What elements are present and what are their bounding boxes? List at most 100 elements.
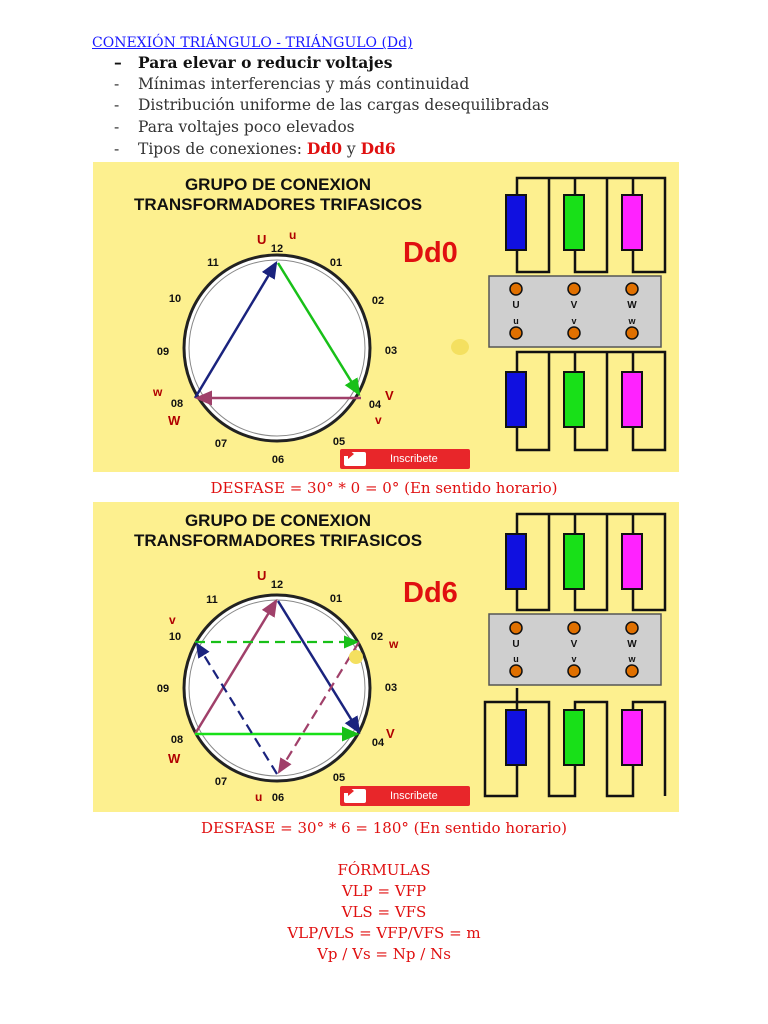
svg-text:11: 11 xyxy=(206,594,218,606)
svg-text:u: u xyxy=(255,790,262,804)
svg-text:06: 06 xyxy=(272,792,284,804)
svg-text:05: 05 xyxy=(333,772,345,784)
svg-text:W: W xyxy=(168,413,181,428)
svg-text:U: U xyxy=(257,232,266,247)
coil-u-primary xyxy=(505,533,527,590)
dd6-diagram-panel: GRUPO DE CONEXION TRANSFORMADORES TRIFAS… xyxy=(93,502,679,812)
svg-text:V: V xyxy=(385,388,394,403)
heading-line1: GRUPO DE CONEXION xyxy=(185,511,371,530)
group-label: Dd6 xyxy=(403,577,458,609)
heading-line1: GRUPO DE CONEXION xyxy=(185,175,371,194)
svg-text:04: 04 xyxy=(372,737,385,749)
svg-text:10: 10 xyxy=(169,631,181,643)
svg-text:09: 09 xyxy=(157,346,169,358)
feature-list: –Para elevar o reducir voltajes -Mínimas… xyxy=(114,52,549,160)
phasor-u xyxy=(193,260,278,399)
formula-line: VLP/VLS = VFP/VFS = m xyxy=(287,924,481,942)
svg-text:10: 10 xyxy=(169,293,181,305)
svg-text:W: W xyxy=(168,751,181,766)
svg-text:02: 02 xyxy=(372,295,384,307)
heading-line2: TRANSFORMADORES TRIFASICOS xyxy=(134,531,422,550)
phasor-clock xyxy=(182,593,372,783)
arrow-right-icon xyxy=(340,786,366,803)
coil-w-secondary xyxy=(621,709,643,766)
phasor-v-primary xyxy=(276,600,361,735)
phase-shift-caption-dd0: DESFASE = 30° * 0 = 0° (En sentido horar… xyxy=(210,479,558,497)
svg-text:W: W xyxy=(627,300,637,311)
heading-line2: TRANSFORMADORES TRIFASICOS xyxy=(134,195,422,214)
phasor-v xyxy=(276,262,361,397)
svg-text:07: 07 xyxy=(215,438,227,450)
dd0-diagram-panel: GRUPO DE CONEXION TRANSFORMADORES TRIFAS… xyxy=(93,162,679,472)
svg-text:03: 03 xyxy=(385,345,397,357)
phase-letters: U v w V W u xyxy=(168,568,399,804)
svg-text:02: 02 xyxy=(371,631,383,643)
svg-text:08: 08 xyxy=(171,398,183,410)
coil-v-secondary xyxy=(563,371,585,428)
formulas-block: FÓRMULAS VLP = VFP VLS = VFS VLP/VLS = V… xyxy=(0,860,768,965)
svg-text:v: v xyxy=(571,654,576,664)
svg-text:V: V xyxy=(386,726,395,741)
svg-text:01: 01 xyxy=(330,257,342,269)
subscribe-button[interactable]: Inscribete xyxy=(340,786,470,806)
svg-text:w: w xyxy=(388,637,399,651)
phase-letters: U u V v w W xyxy=(152,228,394,428)
svg-text:06: 06 xyxy=(272,454,284,466)
formula-line: VLS = VFS xyxy=(341,903,427,921)
hour-labels: 12 01 02 03 04 05 06 07 08 09 10 11 xyxy=(157,243,397,466)
phasor-u-secondary xyxy=(195,642,278,775)
svg-text:W: W xyxy=(627,639,637,650)
svg-text:11: 11 xyxy=(207,257,219,269)
coil-w-secondary xyxy=(621,371,643,428)
coil-v-primary xyxy=(563,533,585,590)
cursor-highlight xyxy=(451,339,469,355)
svg-text:w: w xyxy=(627,654,636,664)
transformer-diagram: U V W u v w xyxy=(483,512,667,798)
svg-text:V: V xyxy=(571,639,578,650)
svg-text:07: 07 xyxy=(215,776,227,788)
svg-text:12: 12 xyxy=(271,243,283,255)
svg-text:w: w xyxy=(152,385,163,399)
coil-w-primary xyxy=(621,533,643,590)
svg-text:U: U xyxy=(512,300,519,311)
phasor-clock xyxy=(182,253,372,443)
svg-text:v: v xyxy=(169,613,176,627)
formula-line: Vp / Vs = Np / Ns xyxy=(317,945,451,963)
list-item: -Distribución uniforme de las cargas des… xyxy=(114,96,550,114)
svg-text:V: V xyxy=(571,300,578,311)
coil-u-primary xyxy=(505,194,527,251)
coil-w-primary xyxy=(621,194,643,251)
svg-text:u: u xyxy=(513,316,519,326)
page-title: CONEXIÓN TRIÁNGULO - TRIÁNGULO (Dd) xyxy=(92,35,413,51)
coil-v-secondary xyxy=(563,709,585,766)
phasor-v-secondary xyxy=(277,641,360,774)
arrow-right-icon xyxy=(340,449,366,466)
svg-text:04: 04 xyxy=(369,399,382,411)
coil-v-primary xyxy=(563,194,585,251)
svg-text:u: u xyxy=(289,228,296,242)
svg-text:05: 05 xyxy=(333,436,345,448)
svg-text:w: w xyxy=(627,316,636,326)
list-item: -Para voltajes poco elevados xyxy=(114,117,355,136)
svg-text:v: v xyxy=(571,316,576,326)
coil-u-secondary xyxy=(505,371,527,428)
cursor-highlight xyxy=(349,650,363,664)
svg-text:01: 01 xyxy=(330,593,342,605)
transformer-diagram: U V W u v w xyxy=(488,176,667,452)
hour-labels: 12 01 02 03 04 05 06 07 08 09 10 11 xyxy=(157,579,397,804)
svg-text:U: U xyxy=(512,639,519,650)
svg-text:09: 09 xyxy=(157,683,169,695)
svg-text:u: u xyxy=(513,654,519,664)
formula-line: VLP = VFP xyxy=(341,882,427,900)
subscribe-button[interactable]: Inscribete xyxy=(340,449,470,469)
list-item: –Para elevar o reducir voltajes xyxy=(114,53,393,72)
list-item: -Mínimas interferencias y más continuida… xyxy=(114,74,470,93)
coil-u-secondary xyxy=(505,709,527,766)
svg-text:03: 03 xyxy=(385,682,397,694)
phase-shift-caption-dd6: DESFASE = 30° * 6 = 180° (En sentido hor… xyxy=(200,819,568,837)
svg-text:v: v xyxy=(375,413,382,427)
svg-text:08: 08 xyxy=(171,734,183,746)
svg-text:12: 12 xyxy=(271,579,283,591)
group-label: Dd0 xyxy=(403,237,458,269)
list-item: -Tipos de conexiones: Dd0 y Dd6 xyxy=(114,139,396,158)
